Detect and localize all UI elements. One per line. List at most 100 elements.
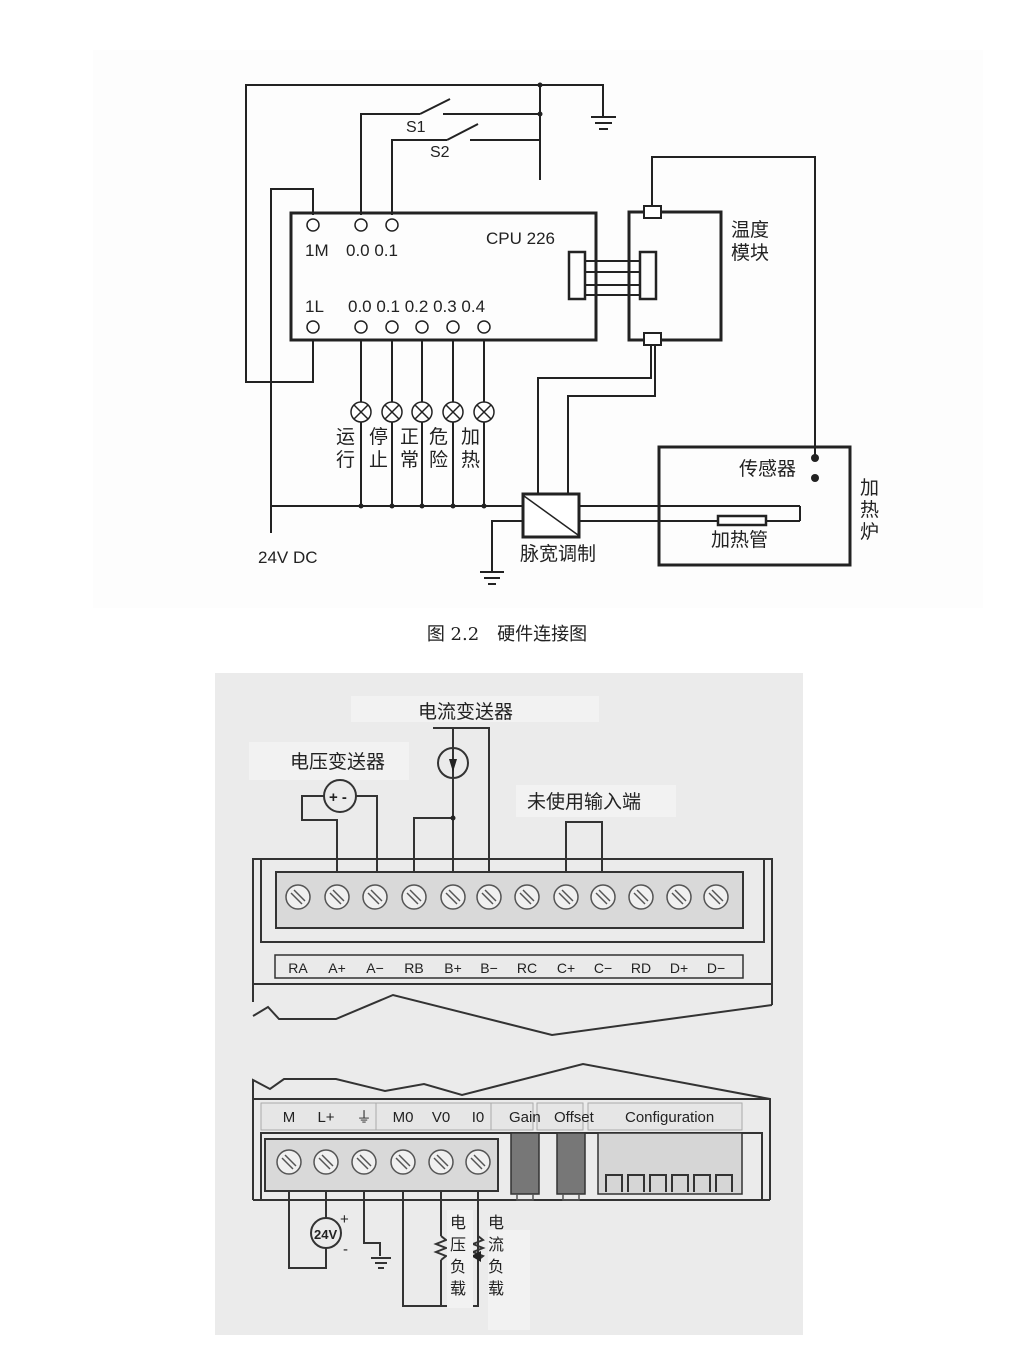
upper-terminal-strip — [275, 871, 744, 929]
terminal-screw-icon[interactable] — [313, 1149, 339, 1175]
configuration-label: Configuration — [625, 1109, 714, 1126]
figure-caption: 图 2.2 硬件连接图 — [426, 624, 588, 645]
terminal-screw-icon[interactable] — [324, 884, 350, 910]
lower-terminal-strip — [264, 1138, 499, 1192]
terminal-screw-icon[interactable] — [362, 884, 388, 910]
terminal-label: RB — [404, 960, 423, 976]
module-port-top — [643, 205, 662, 219]
current-load-char: 载 — [488, 1280, 504, 1298]
furnace-box — [657, 445, 852, 567]
furnace-label-2: 热 — [860, 499, 879, 521]
lamp-label-run-2: 行 — [336, 449, 355, 471]
cpu-226-box — [289, 211, 598, 342]
terminal-screw-icon[interactable] — [285, 884, 311, 910]
lamp-label-stop: 停 — [369, 426, 388, 448]
voltage-load-char: 负 — [450, 1258, 466, 1276]
terminal-screw-icon[interactable] — [390, 1149, 416, 1175]
terminal-label: D− — [707, 960, 725, 976]
terminal-label: A+ — [328, 960, 346, 976]
current-load-char: 电 — [488, 1214, 504, 1232]
terminal-screw-icon[interactable] — [476, 884, 502, 910]
dip-switch[interactable] — [693, 1174, 711, 1192]
terminal-screw-icon[interactable] — [666, 884, 692, 910]
terminal-screw-icon[interactable] — [590, 884, 616, 910]
junction-dots — [358, 82, 819, 509]
voltage-load-char: 压 — [450, 1237, 466, 1254]
terminal-screw-icon[interactable] — [351, 1149, 377, 1175]
terminal-label: D+ — [670, 960, 688, 976]
dip-switch[interactable] — [671, 1174, 689, 1192]
dip-switch[interactable] — [715, 1174, 733, 1192]
lamp-icon — [350, 401, 372, 423]
terminal-screw-icon[interactable] — [440, 884, 466, 910]
ground-icon — [480, 571, 504, 585]
lamp-label-danger: 危 — [429, 426, 448, 448]
supply-24v-label: 24V — [314, 1227, 337, 1242]
dip-switch[interactable] — [605, 1174, 623, 1192]
lower-label-boxes — [260, 1102, 743, 1131]
terminal-screw-icon[interactable] — [514, 884, 540, 910]
terminal-screw-icon[interactable] — [628, 884, 654, 910]
cpu-label-inputs: 0.0 0.1 — [346, 241, 398, 260]
voltage-load-char: 载 — [450, 1280, 466, 1298]
terminal-label: RC — [517, 960, 537, 976]
terminal-screw-icon[interactable] — [465, 1149, 491, 1175]
lamp-label-run: 运 — [336, 427, 355, 448]
lower-housing — [252, 1062, 771, 1201]
voltage-load-label-box — [447, 1210, 473, 1308]
heater-tube — [716, 514, 768, 527]
temp-module-label-1: 温度 — [731, 219, 769, 241]
terminal-screw-icon[interactable] — [553, 884, 579, 910]
terminal-screw-icon[interactable] — [428, 1149, 454, 1175]
terminal-screw-icon[interactable] — [703, 884, 729, 910]
upper-terminal-label-strip — [274, 954, 744, 979]
heater-tube-label: 加热管 — [711, 529, 768, 551]
rheostat-arrow-icon — [471, 1251, 481, 1262]
current-load-char: 负 — [488, 1258, 504, 1276]
cpu-connector — [567, 250, 587, 301]
voltage-source-icon: + - — [323, 779, 357, 813]
cpu-label-1l: 1L — [305, 297, 324, 316]
supply-24v-icon: 24V — [310, 1217, 342, 1249]
lower-wires — [288, 1191, 486, 1307]
lamp-icon — [411, 401, 433, 423]
upper-screws — [285, 884, 729, 910]
svg-text:+ -: + - — [329, 789, 347, 806]
terminal-label: A− — [366, 960, 384, 976]
terminal-label: C− — [594, 960, 612, 976]
module-connector — [638, 250, 658, 301]
lamp-label-danger-2: 险 — [429, 449, 448, 471]
voltage-load-label: 电 压 负 载 — [450, 1214, 466, 1298]
terminal-label: L+ — [317, 1109, 334, 1126]
current-transmitter-label: 电流变送器 — [418, 701, 513, 723]
furnace-label-1: 加 — [860, 477, 879, 499]
cpu-title: CPU 226 — [486, 229, 555, 248]
lamp-label-heating-2: 热 — [461, 449, 480, 471]
temperature-module-box — [627, 210, 723, 342]
lamp-icon — [442, 401, 464, 423]
lamp-label-stop-2: 止 — [369, 449, 388, 471]
offset-potentiometer[interactable] — [556, 1132, 586, 1201]
terminal-screw-icon[interactable] — [276, 1149, 302, 1175]
lamp-icon — [473, 401, 495, 423]
lamp-label-heating: 加 — [461, 426, 480, 448]
cpu-label-outputs: 0.0 0.1 0.2 0.3 0.4 — [348, 297, 485, 316]
bottom-diagram-background — [215, 673, 803, 1335]
cpu-terminals — [306, 218, 491, 334]
sensor-label: 传感器 — [739, 458, 796, 480]
terminal-label: ⏚ — [356, 1109, 371, 1126]
dip-switch[interactable] — [627, 1174, 645, 1192]
terminal-label: M0 — [393, 1109, 414, 1126]
configuration-dip-switches[interactable] — [597, 1132, 743, 1195]
voltage-transmitter-label: 电压变送器 — [290, 751, 385, 773]
terminal-label: I0 — [472, 1109, 485, 1126]
lamp-label-normal-2: 常 — [400, 449, 419, 471]
supply-label: 24V DC — [258, 548, 318, 567]
terminal-screw-icon[interactable] — [401, 884, 427, 910]
terminal-label: B− — [480, 960, 498, 976]
current-transmitter-label-box — [351, 696, 599, 722]
dip-switch[interactable] — [649, 1174, 667, 1192]
gain-potentiometer[interactable] — [510, 1132, 540, 1201]
offset-label: Offset — [554, 1109, 595, 1126]
